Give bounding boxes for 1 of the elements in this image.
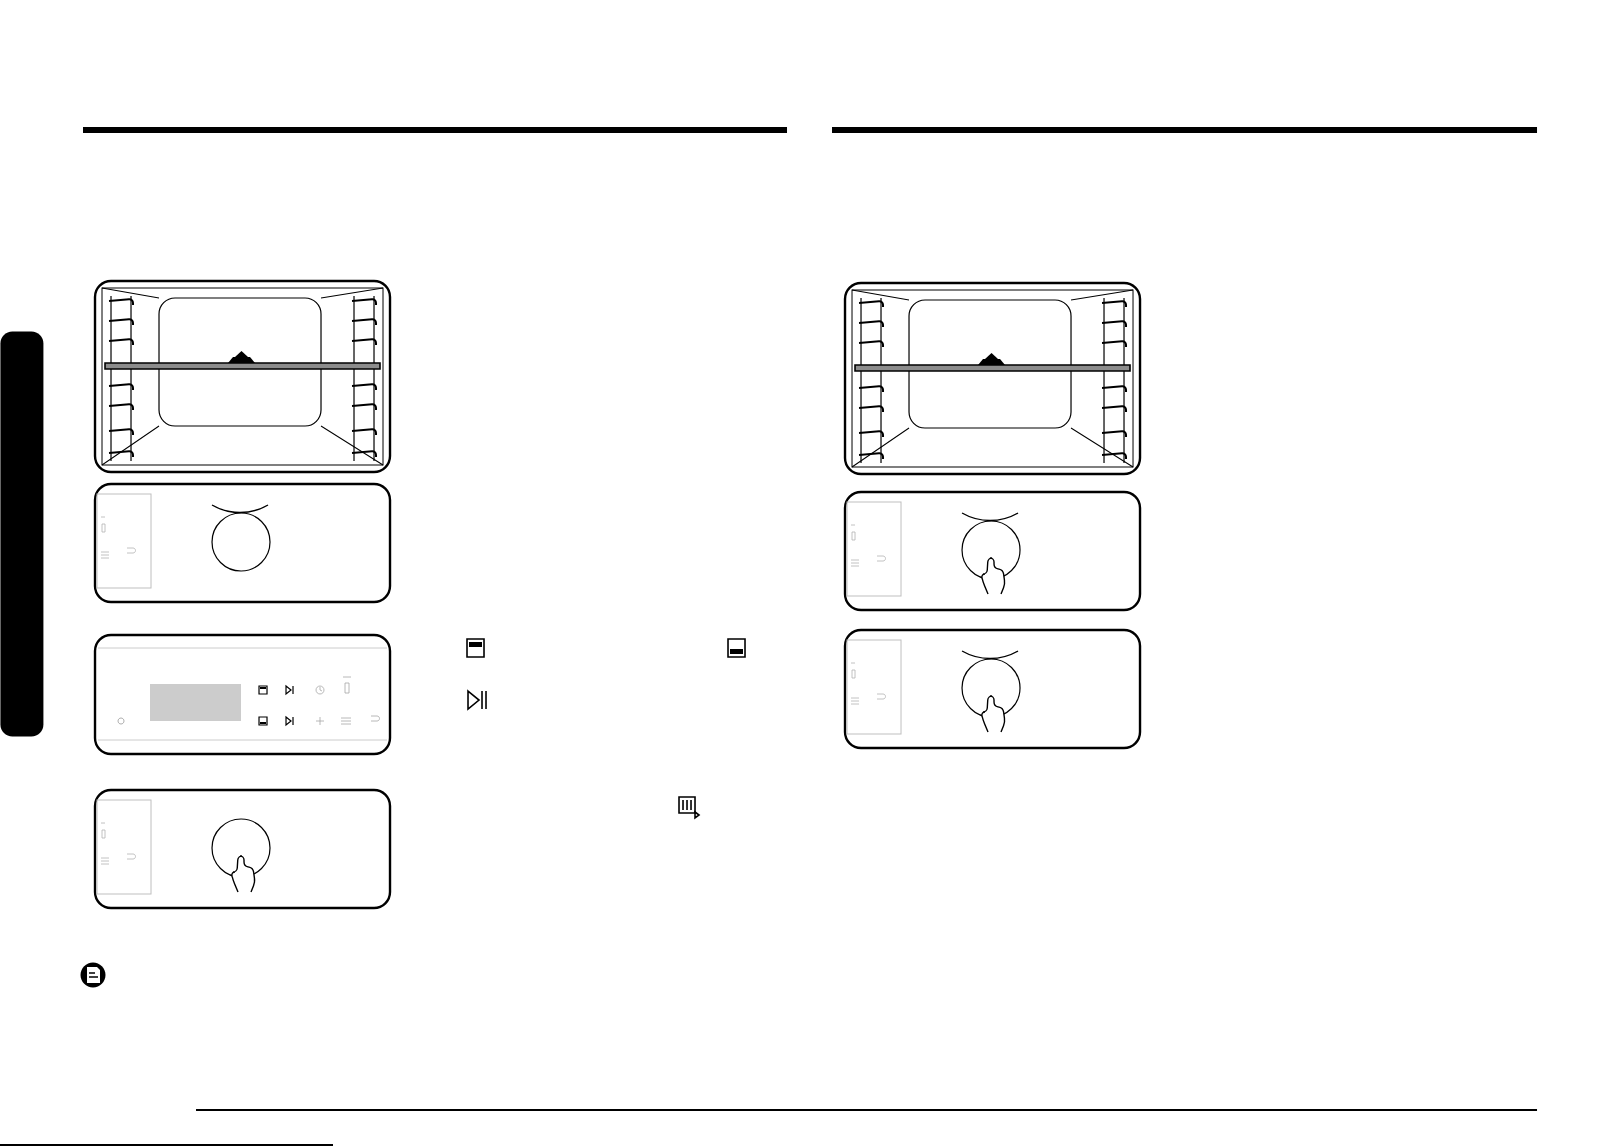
- side-tab: [0, 331, 44, 737]
